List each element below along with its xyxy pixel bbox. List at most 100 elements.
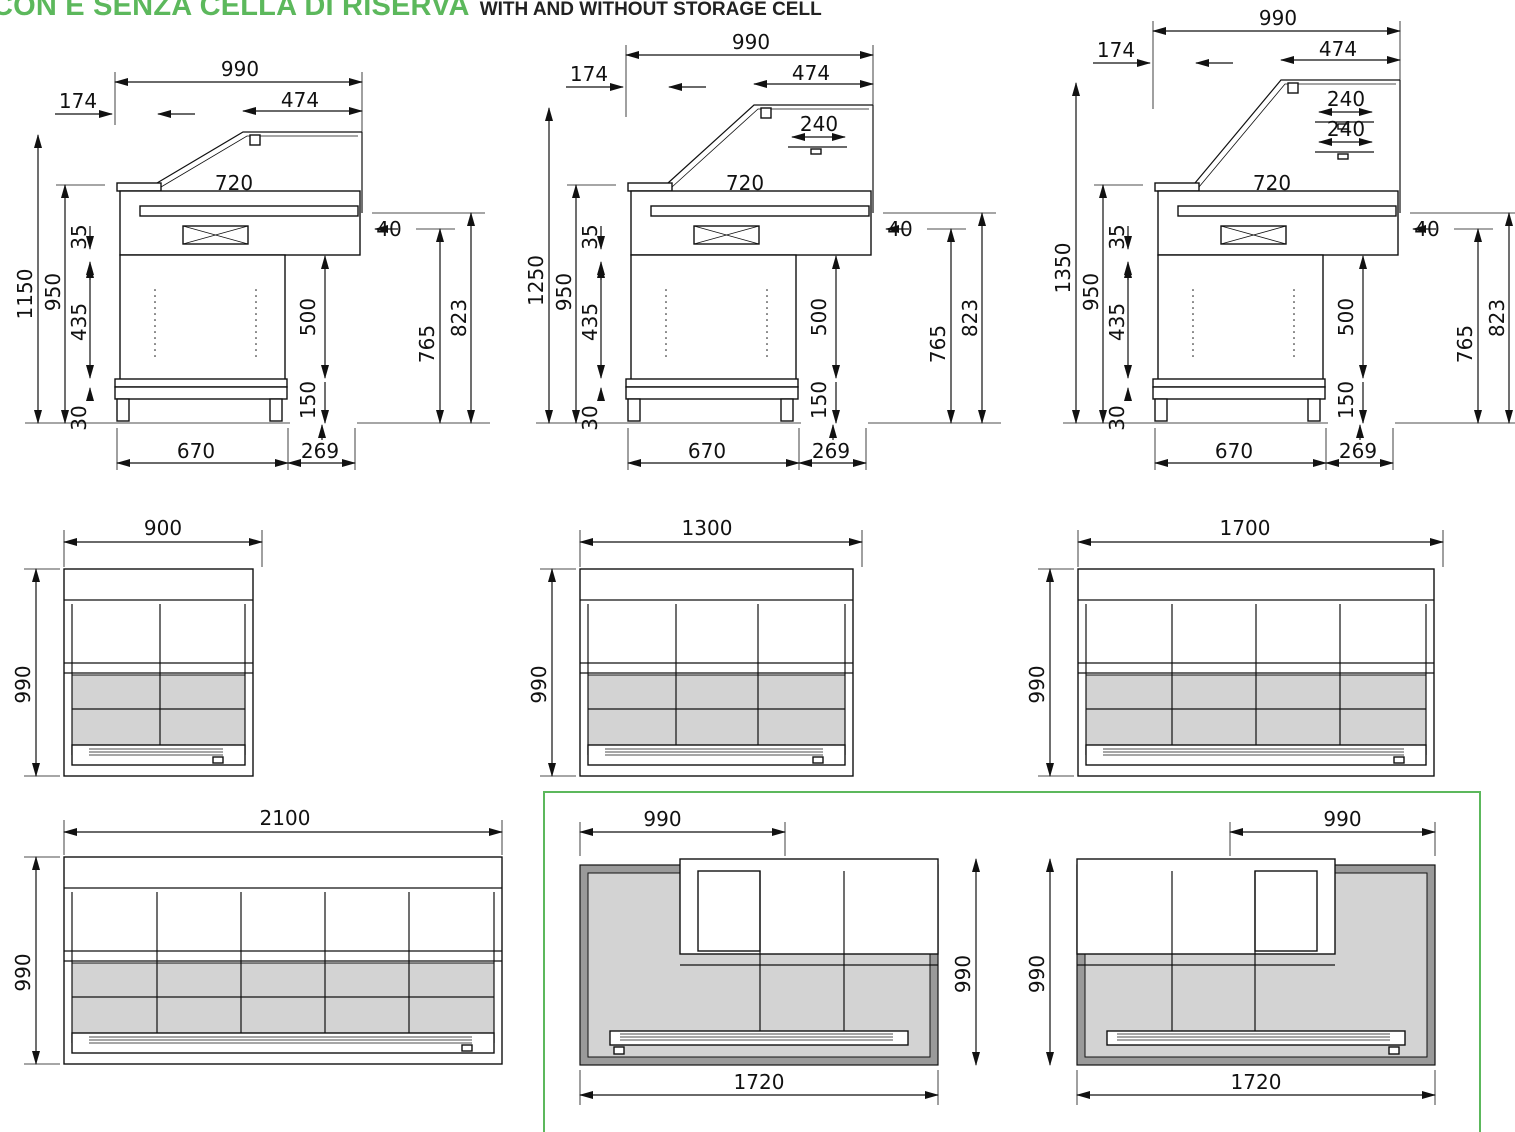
display-well [71,674,246,756]
dim-823-label: 823 [447,299,471,337]
cabinet-upper [630,190,872,256]
total-height-label: 1250 [524,255,548,306]
vent-dot [1293,337,1295,339]
vent-dot [766,319,768,321]
vent-dot [255,307,257,309]
foot [1154,398,1168,422]
vent-dot [154,313,156,315]
control-box [1393,756,1405,764]
foot [116,398,130,422]
vent-dot [766,331,768,333]
base-frame [1152,386,1326,400]
base-width-label: 670 [688,439,726,463]
control-box [613,1046,625,1055]
display-well [71,962,495,1044]
depth-label: 990 [11,953,35,991]
vent-dot [255,337,257,339]
foot [269,398,283,422]
vent-dot [1293,325,1295,327]
vent-dot [255,313,257,315]
offset-label: 174 [59,89,97,113]
base-frame [625,386,799,400]
cabinet-lower [1157,254,1324,384]
glass-front-inner [160,135,358,188]
header-title-en: WITH AND WITHOUT STORAGE CELL [479,0,822,20]
depth-label: 990 [11,665,35,703]
vent-dot [154,295,156,297]
vent-dot [1293,349,1295,351]
evaporator-cross [1220,225,1287,245]
vent-dot [154,349,156,351]
dim-150-label: 150 [1334,381,1358,419]
width-label: 2100 [260,806,311,830]
dim-435-label: 435 [1105,303,1129,341]
vent-dot [665,319,667,321]
front-view: 2100 990 [11,806,503,1065]
dim-40-label: 40 [1414,217,1439,241]
overhang-label: 269 [1339,439,1377,463]
dim-823-label: 823 [1485,299,1509,337]
vent-dot [665,313,667,315]
dim-35-label: 35 [1105,224,1129,249]
vent-dot [665,325,667,327]
shelf-support [810,148,822,155]
total-height-label: 1350 [1051,243,1075,294]
display-pan [1177,205,1397,217]
vent-dot [766,343,768,345]
vent-dot [1192,319,1194,321]
width-label: 1720 [734,1070,785,1094]
vent-dot [766,295,768,297]
control-box [1388,1046,1400,1055]
glass-front [667,104,873,184]
offset-label: 990 [1323,807,1361,831]
glass-front-inner [1198,83,1396,188]
vent-dot [665,355,667,357]
vent-dot [766,313,768,315]
vent-dot [1192,355,1194,357]
counter-top [627,182,673,192]
offset-label: 990 [643,807,681,831]
dim-500-label: 500 [807,298,831,336]
base-plinth [1152,378,1326,388]
vent-dot [255,301,257,303]
dim-150-label: 150 [807,381,831,419]
vent-dot [665,295,667,297]
vent-dot [665,343,667,345]
cabinet-upper [119,190,361,256]
width-label: 1300 [682,516,733,540]
display-well [587,674,846,756]
vent-dot [154,355,156,357]
dim-30-label: 30 [578,405,602,430]
open-section [1254,870,1318,952]
dim-40-label: 40 [376,217,401,241]
vent-dot [1192,349,1194,351]
shelf-support [1337,153,1349,160]
offset-label: 174 [1097,38,1135,62]
vent-dot [255,349,257,351]
dim-35-label: 35 [67,224,91,249]
vent-dot [1293,301,1295,303]
vent-dot [766,307,768,309]
shelf-label: 240 [1327,87,1365,111]
vent-dot [1293,289,1295,291]
width-label: 900 [144,516,182,540]
glass-depth-label: 474 [281,88,319,112]
vent-dot [154,319,156,321]
glass-depth-label: 474 [1319,37,1357,61]
vent-dot [1192,331,1194,333]
vent-dot [1192,301,1194,303]
vent-dot [766,355,768,357]
vent-dot [1293,319,1295,321]
header-title-it: CON E SENZA CELLA DI RISERVA [0,0,470,22]
dim-500-label: 500 [296,298,320,336]
shelf-label: 240 [800,112,838,136]
vent-dot [766,337,768,339]
header: CON E SENZA CELLA DI RISERVA WITH AND WIT… [0,0,822,23]
width-label: 1700 [1220,516,1271,540]
vent-dot [766,325,768,327]
